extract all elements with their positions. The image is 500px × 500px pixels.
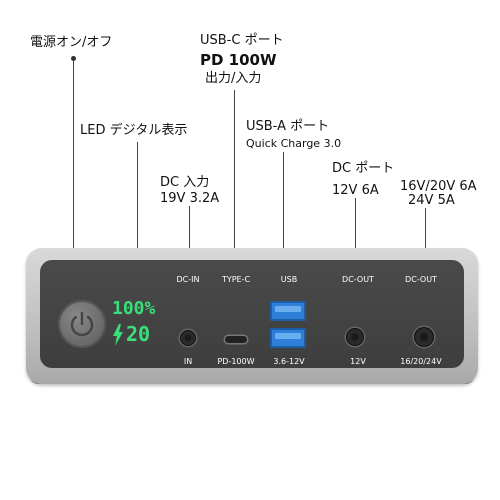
callout-usbc-pd: PD 100W	[200, 51, 277, 69]
port-label-dc-out-2: DC-OUT	[405, 275, 437, 284]
dc-in-port[interactable]	[180, 330, 196, 346]
battery-percent: 100%	[112, 298, 156, 319]
callout-usba-qc: Quick Charge 3.0	[246, 137, 342, 150]
port-value-pd: PD-100W	[217, 357, 255, 366]
leader-dc-out-2	[425, 208, 426, 262]
dc-out-port-2[interactable]	[414, 327, 434, 347]
power-icon	[70, 311, 94, 337]
port-label-usb: USB	[280, 275, 298, 284]
port-value-in: IN	[183, 357, 193, 366]
port-value-12v: 12V	[350, 357, 366, 366]
port-value-usb: 3.6-12V	[273, 357, 305, 366]
port-label-dc-in: DC-IN	[176, 275, 200, 284]
power-button[interactable]	[58, 300, 106, 348]
callout-power: 電源オン/オフ	[30, 35, 113, 50]
led-display: 100% 20	[112, 298, 170, 350]
power-bank-body	[26, 248, 478, 384]
callout-dc-out2-spec2: 24V 5A	[408, 193, 455, 208]
port-value-16-20-24v: 16/20/24V	[400, 357, 442, 366]
output-watts: 20	[126, 322, 151, 346]
port-label-type-c: TYPE-C	[221, 275, 251, 284]
dc-out-port-1[interactable]	[346, 328, 364, 346]
callout-usbc-io: 出力/入力	[205, 71, 262, 86]
callout-dc-out1-title: DC ポート	[332, 161, 395, 176]
callout-dc-out1-spec: 12V 6A	[332, 183, 379, 198]
port-label-dc-out-1: DC-OUT	[342, 275, 374, 284]
usb-a-port-2[interactable]	[270, 328, 306, 348]
leader-power	[73, 56, 74, 262]
power-bank-face	[40, 260, 464, 368]
leader-dot-power	[71, 56, 76, 61]
leader-dc-in	[189, 206, 190, 262]
callout-dc-in-spec: 19V 3.2A	[160, 191, 220, 206]
usb-a-port-1[interactable]	[270, 301, 306, 321]
leader-usba	[283, 152, 284, 262]
lightning-icon	[113, 324, 123, 346]
leader-usbc	[234, 90, 235, 262]
leader-dc-out-1	[355, 198, 356, 262]
callout-dc-in-title: DC 入力	[160, 175, 210, 190]
callout-dc-out2-spec1: 16V/20V 6A	[400, 179, 477, 194]
usb-c-port[interactable]	[225, 336, 247, 343]
callout-usba-title: USB-A ポート	[246, 119, 330, 134]
leader-led	[137, 142, 138, 262]
callout-usbc-title: USB-C ポート	[200, 33, 284, 48]
callout-led: LED デジタル表示	[80, 123, 188, 138]
